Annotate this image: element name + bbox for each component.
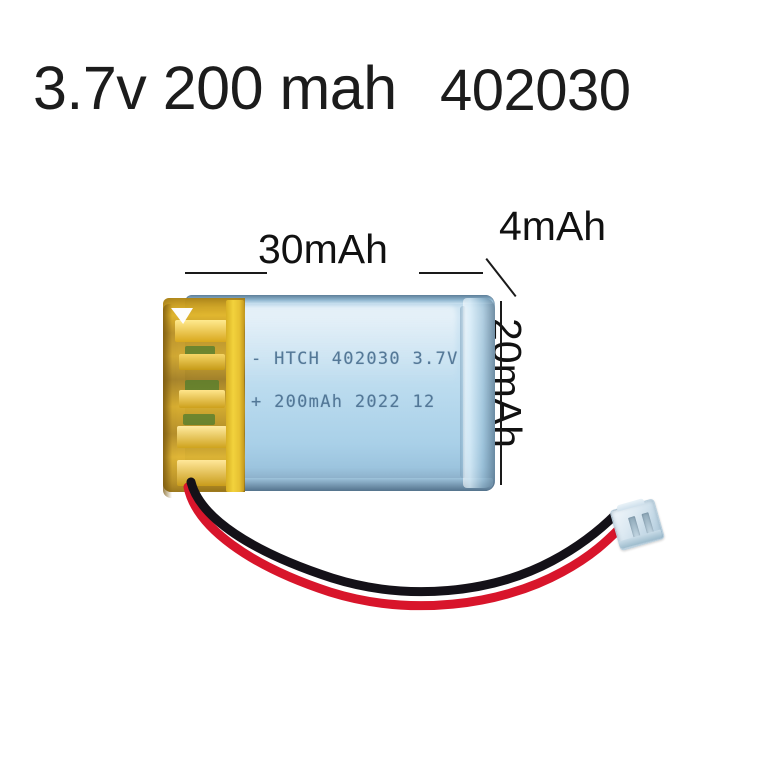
headline-model: 402030 bbox=[440, 58, 631, 123]
tab-glint bbox=[179, 354, 225, 370]
dimension-line-width-left bbox=[185, 272, 267, 274]
tab-glint bbox=[177, 426, 227, 448]
tab-glint bbox=[175, 320, 227, 342]
dimension-line-width-right bbox=[419, 272, 483, 274]
cell-seam-top bbox=[187, 295, 493, 304]
lipo-battery: - HTCH 402030 3.7V + 200mAh 2022 12 bbox=[163, 292, 503, 498]
positive-wire-red bbox=[183, 482, 625, 611]
dimension-label-width: 30mAh bbox=[258, 226, 388, 272]
cell-print-line-1: - HTCH 402030 3.7V bbox=[251, 349, 459, 369]
negative-wire-black bbox=[186, 477, 621, 597]
pcb-sliver bbox=[183, 414, 215, 425]
dimension-label-thickness: 4mAh bbox=[499, 203, 607, 249]
tab-glint bbox=[177, 460, 231, 486]
cell-edge-right-inner bbox=[460, 306, 466, 478]
headline-spec: 3.7v 200 mah bbox=[33, 54, 397, 122]
tape-edge-shadow bbox=[163, 304, 172, 498]
dimension-line-height bbox=[500, 301, 502, 485]
jst-connector bbox=[604, 494, 667, 554]
pcb-sliver bbox=[185, 346, 215, 356]
cell-print-line-2: + 200mAh 2022 12 bbox=[251, 392, 436, 412]
tab-glint bbox=[179, 390, 225, 408]
pcb-sliver bbox=[185, 380, 219, 392]
cell-edge-right bbox=[463, 298, 495, 488]
tape-yellow-strip bbox=[226, 300, 244, 492]
